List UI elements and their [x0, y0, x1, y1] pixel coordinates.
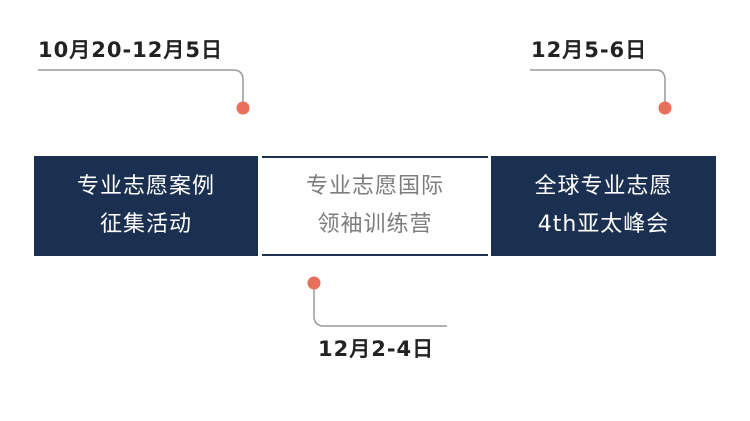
- stage-1-box: 专业志愿案例 征集活动: [34, 156, 258, 256]
- stage-2-marker-dot: [307, 276, 321, 290]
- stage-3-marker-dot: [658, 101, 672, 115]
- stage-2-box: 专业志愿国际 领袖训练营: [262, 156, 488, 256]
- stage-1-date: 10月20-12月5日: [38, 38, 223, 62]
- stage-2-title-line-2: 领袖训练营: [317, 212, 433, 237]
- stage-1-title-line-1: 专业志愿案例: [76, 174, 215, 199]
- stage-2-title-line-1: 专业志愿国际: [305, 174, 444, 199]
- stage-1-title-line-2: 征集活动: [99, 212, 192, 237]
- stage-3-date: 12月5-6日: [531, 38, 648, 62]
- stage-1-connector-line: [38, 69, 244, 108]
- stage-3-box: 全球专业志愿 4th亚太峰会: [491, 156, 716, 256]
- stage-3-title-line-2: 4th亚太峰会: [537, 212, 670, 237]
- stage-3-connector-line: [530, 69, 666, 108]
- stage-1-marker-dot: [236, 101, 250, 115]
- stage-2-connector-line: [313, 283, 447, 327]
- stage-3-title-line-1: 全球专业志愿: [534, 174, 673, 199]
- stage-2-date: 12月2-4日: [318, 337, 435, 361]
